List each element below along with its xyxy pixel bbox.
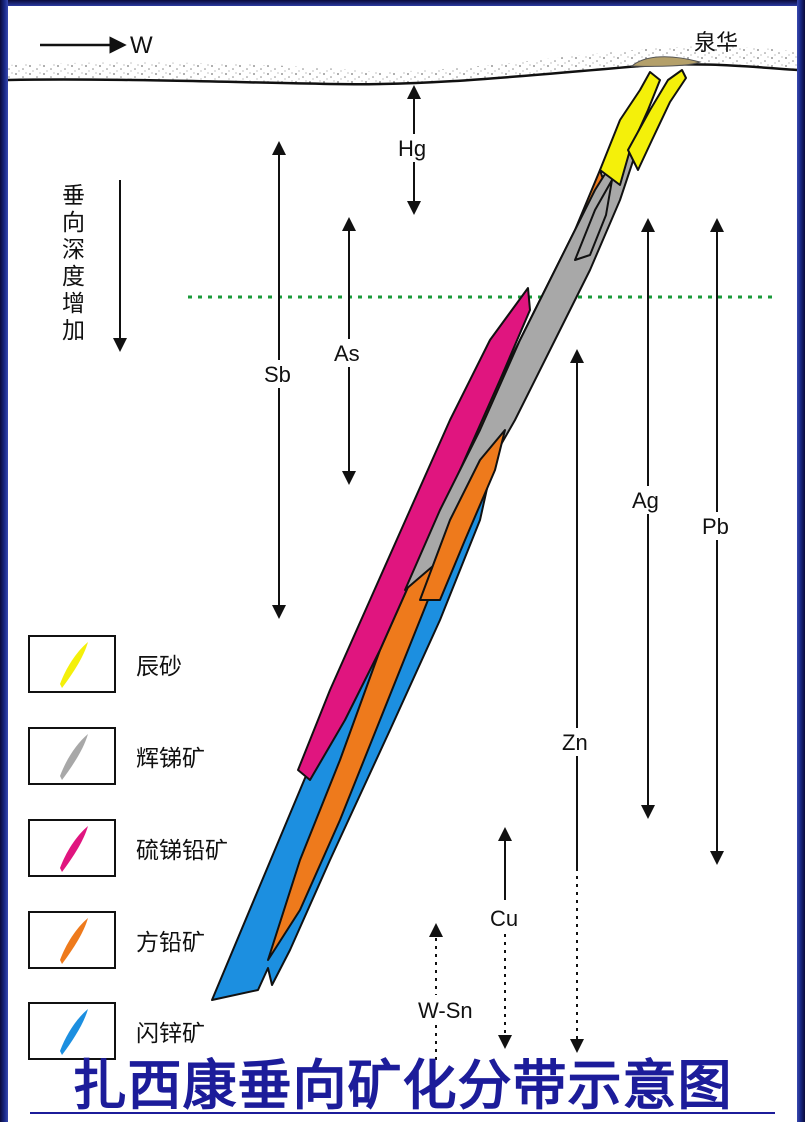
svg-text:垂: 垂 — [62, 183, 85, 209]
svg-text:加: 加 — [62, 318, 85, 344]
svg-text:度: 度 — [62, 264, 85, 290]
svg-text:辰砂: 辰砂 — [136, 654, 182, 680]
cinnabar-vein — [599, 71, 661, 186]
boulangerite-swatch-icon — [60, 826, 88, 872]
svg-text:增: 增 — [62, 291, 85, 317]
svg-text:向: 向 — [62, 210, 85, 236]
element-ranges — [272, 85, 724, 1060]
stibnite-lens — [574, 179, 613, 261]
as-label: As — [334, 341, 360, 366]
legend: 辰砂 辉锑矿 硫锑铅矿 方铅矿 闪锌矿 — [28, 635, 228, 1060]
cu-label: Cu — [490, 906, 518, 931]
legend-item-cinnabar: 辰砂 — [28, 635, 182, 693]
wsn-label: W-Sn — [418, 998, 473, 1023]
caption-underline — [30, 1112, 775, 1114]
galena-swatch-icon — [60, 918, 88, 964]
pb-label: Pb — [702, 514, 729, 539]
legend-item-galena: 方铅矿 — [28, 911, 205, 969]
svg-text:深: 深 — [62, 237, 85, 263]
frame-top — [0, 0, 805, 6]
sb-label: Sb — [264, 362, 291, 387]
cinnabar-vein — [627, 69, 687, 171]
element-labels: Hg Sb As Ag Pb Zn Cu W-Sn — [262, 134, 738, 1024]
legend-item-boulangerite: 硫锑铅矿 — [28, 819, 228, 877]
legend-item-stibnite: 辉锑矿 — [28, 727, 205, 785]
sphalerite-swatch-icon — [60, 1009, 88, 1055]
west-label: W — [130, 32, 153, 59]
svg-text:辉锑矿: 辉锑矿 — [136, 746, 205, 772]
stibnite-zone — [404, 119, 641, 591]
hg-label: Hg — [398, 136, 426, 161]
figure-caption: 扎西康垂向矿化分带示意图 — [72, 1053, 733, 1117]
legend-item-sphalerite: 闪锌矿 — [28, 1002, 205, 1060]
ag-label: Ag — [632, 488, 659, 513]
ground-surface-line — [7, 63, 799, 86]
spring-label: 泉华 — [694, 31, 738, 56]
depth-label: 垂 向 深 度 增 加 — [62, 183, 85, 344]
zn-label: Zn — [562, 730, 588, 755]
stibnite-swatch-icon — [60, 734, 88, 780]
galena-lens — [419, 429, 506, 601]
surface-sediment — [8, 46, 798, 85]
frame-left — [0, 0, 8, 1122]
boulangerite-zone — [297, 287, 531, 781]
svg-text:硫锑铅矿: 硫锑铅矿 — [136, 838, 228, 864]
cinnabar-swatch-icon — [60, 642, 88, 688]
svg-text:闪锌矿: 闪锌矿 — [136, 1021, 205, 1047]
svg-text:方铅矿: 方铅矿 — [136, 930, 205, 956]
frame-right — [797, 0, 805, 1122]
ore-body — [211, 69, 687, 1001]
sinter-mound — [630, 56, 702, 67]
